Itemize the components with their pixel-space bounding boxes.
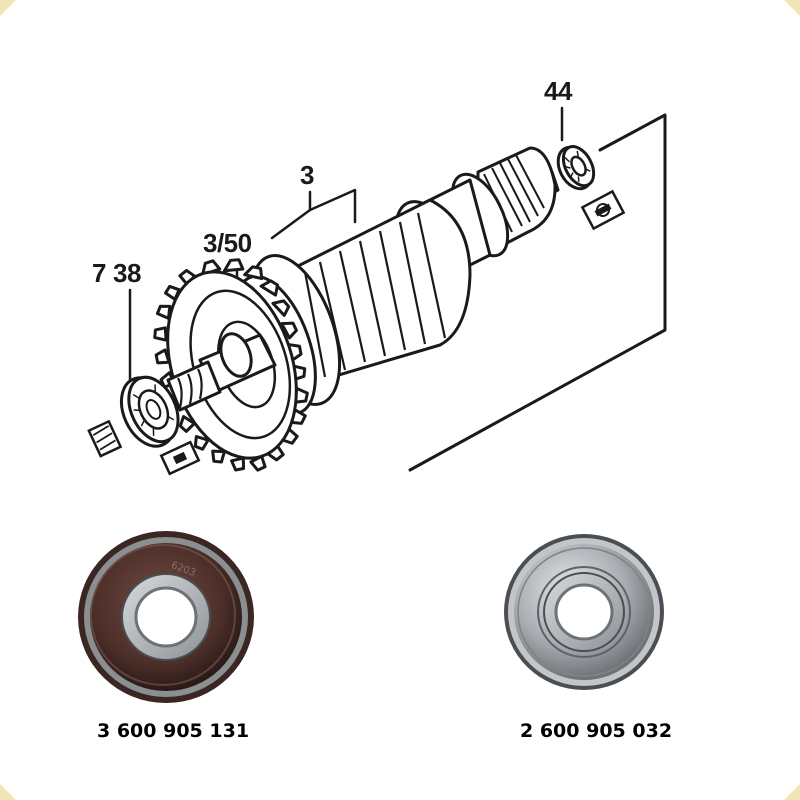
bearing-photo-rubber-sealed: 6203 [78,531,254,703]
callout-3-50: 3/50 [203,228,252,258]
corner-decoration [784,0,800,16]
part-number-metal-bearing: 2 600 905 032 [520,720,673,742]
shaft [166,332,277,412]
part-number-rubber-bearing: 3 600 905 131 [97,720,250,742]
corner-decoration [0,784,16,800]
bearing-38 [119,375,180,448]
assembly-bracket [408,113,667,472]
callout-38: 38 [113,258,141,288]
spring-part [87,419,123,458]
leader-3 [270,188,357,240]
corner-decoration [0,0,16,16]
callout-44: 44 [544,76,572,106]
callout-cut: 7 [92,258,106,288]
corner-decoration [784,784,800,800]
callout-3: 3 [300,160,314,190]
package-icon-38 [159,440,201,476]
package-icon-44 [580,189,626,231]
bearing-photo-metal-shielded [504,534,664,690]
bearing-44 [556,145,596,191]
